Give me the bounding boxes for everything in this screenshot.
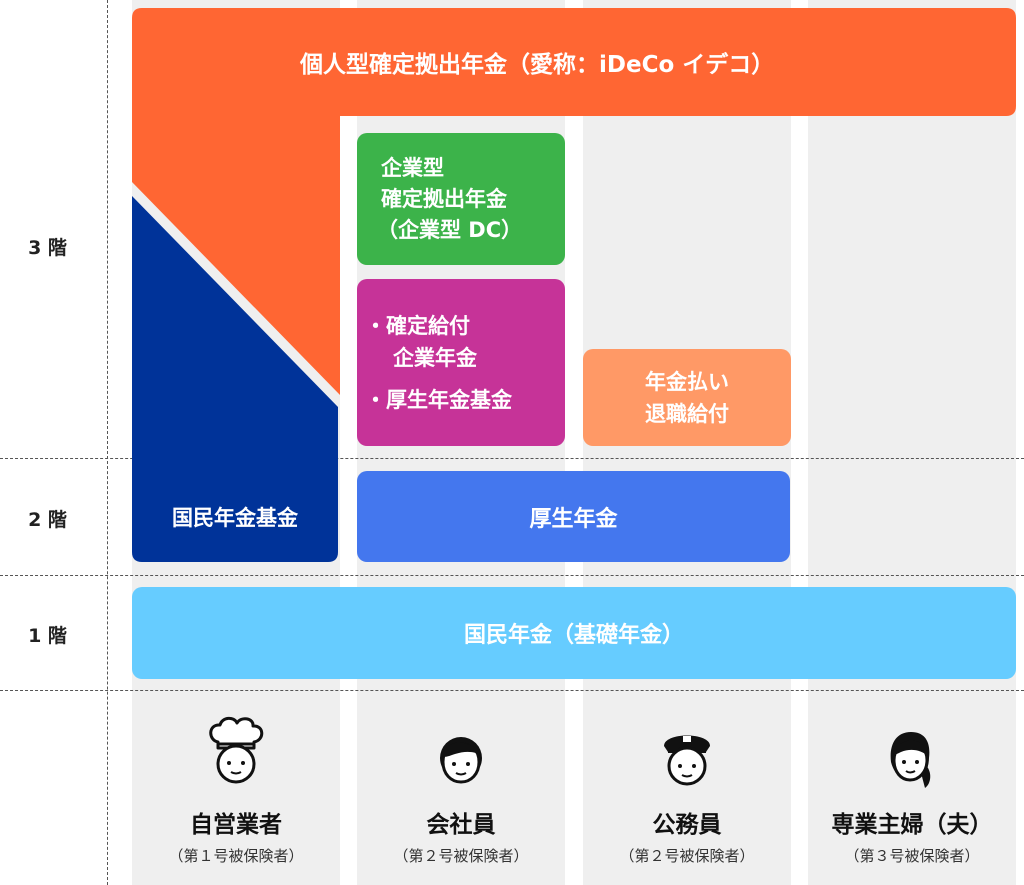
db-line3: ・厚生年金基金 bbox=[365, 387, 512, 412]
person-name: 会社員 bbox=[426, 812, 496, 838]
person-homemaker: 専業主婦（夫） （第３号被保険者） bbox=[808, 805, 1016, 866]
employees-pension-label: 厚生年金 bbox=[529, 506, 618, 532]
floor-label-1: 1 階 bbox=[28, 625, 67, 647]
floor-label-3: 3 階 bbox=[28, 237, 67, 259]
person-category: （第２号被保険者） bbox=[619, 847, 755, 865]
corporate-dc-block: 企業型 確定拠出年金 （企業型 DC） bbox=[357, 133, 565, 265]
person-name: 自営業者 bbox=[190, 812, 282, 838]
chef-icon bbox=[209, 716, 264, 784]
db-line1: ・確定給付 bbox=[365, 313, 470, 338]
person-self-employed: 自営業者 （第１号被保険者） bbox=[132, 805, 340, 866]
national-pension-fund-block bbox=[132, 196, 338, 562]
national-pension-block: 国民年金（基礎年金） bbox=[132, 587, 1016, 679]
officer-icon bbox=[664, 735, 710, 786]
retire-line1: 年金払い bbox=[645, 369, 729, 394]
corporate-dc-line1: 企業型 bbox=[381, 155, 444, 180]
national-pension-fund-label: 国民年金基金 bbox=[172, 506, 298, 530]
corporate-dc-line2: 確定拠出年金 bbox=[381, 186, 507, 211]
floor-label-2: 2 階 bbox=[28, 509, 67, 531]
ideco-block bbox=[132, 8, 1016, 395]
national-pension-label: 国民年金（基礎年金） bbox=[463, 623, 684, 648]
person-civil-servant: 公務員 （第２号被保険者） bbox=[583, 805, 791, 866]
ideco-label: 個人型確定拠出年金（愛称：iDeCo イデコ） bbox=[300, 52, 775, 78]
person-category: （第２号被保険者） bbox=[393, 847, 529, 865]
retire-line2: 退職給付 bbox=[645, 401, 729, 426]
office-worker-icon bbox=[440, 737, 482, 784]
homemaker-icon bbox=[890, 732, 931, 788]
floor-axis-line bbox=[107, 0, 108, 885]
db-line2: 企業年金 bbox=[393, 345, 477, 370]
floor-divider-2-1 bbox=[0, 575, 1024, 576]
retirement-benefit-block: 年金払い 退職給付 bbox=[583, 349, 791, 446]
defined-benefit-block: ・確定給付 企業年金 ・厚生年金基金 bbox=[357, 279, 565, 446]
person-company-employee: 会社員 （第２号被保険者） bbox=[357, 805, 565, 866]
floor-divider-1-people bbox=[0, 690, 1024, 691]
corporate-dc-line3: （企業型 DC） bbox=[377, 217, 523, 242]
employees-pension-block: 厚生年金 bbox=[357, 471, 790, 562]
person-category: （第１号被保険者） bbox=[168, 847, 304, 865]
floor-divider-3-2 bbox=[0, 458, 1024, 459]
person-name: 専業主婦（夫） bbox=[831, 812, 993, 838]
person-name: 公務員 bbox=[652, 812, 722, 838]
person-category: （第３号被保険者） bbox=[844, 847, 980, 865]
